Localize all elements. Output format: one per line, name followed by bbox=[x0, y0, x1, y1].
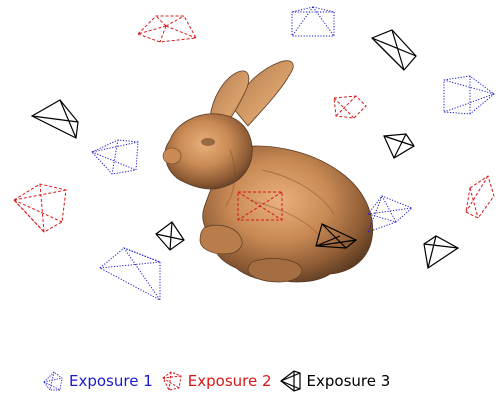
legend-item-exposure-1: Exposure 1 bbox=[40, 368, 153, 394]
legend-label: Exposure 3 bbox=[306, 372, 391, 390]
legend-label: Exposure 2 bbox=[187, 372, 272, 390]
exposure-1-camera bbox=[99, 247, 161, 301]
camera-frustum-icon bbox=[43, 371, 63, 391]
legend-label: Exposure 1 bbox=[69, 372, 153, 390]
exposure-2-camera bbox=[13, 183, 67, 233]
exposure-1-camera bbox=[91, 139, 139, 175]
exposure-3-camera bbox=[370, 29, 417, 71]
exposure-2-camera bbox=[465, 175, 495, 219]
exposure-2-cameras bbox=[13, 15, 495, 233]
legend-item-exposure-3: Exposure 3 bbox=[278, 368, 391, 394]
exposure-3-cameras bbox=[30, 29, 460, 270]
exposure-1-cameras bbox=[91, 6, 495, 301]
exposure-2-camera bbox=[137, 15, 197, 43]
exposure-3-camera bbox=[383, 133, 415, 159]
exposure-1-camera bbox=[443, 75, 495, 115]
bunny-model bbox=[162, 60, 374, 283]
camera-frustum-icon bbox=[162, 371, 182, 391]
legend-item-exposure-2: Exposure 2 bbox=[159, 368, 272, 394]
exposure-2-camera bbox=[333, 95, 367, 119]
exposure-1-camera bbox=[237, 191, 283, 221]
exposure-1-camera bbox=[291, 6, 335, 37]
exposure-3-camera bbox=[315, 223, 358, 249]
exposure-1-camera bbox=[367, 195, 413, 233]
camera-frustum-icon bbox=[279, 370, 301, 392]
exposure-3-camera bbox=[30, 99, 79, 139]
exposure-3-camera bbox=[155, 221, 185, 251]
exposure-3-camera bbox=[423, 235, 460, 270]
legend: Exposure 1 Exposure 2 Exposure 3 bbox=[40, 366, 396, 396]
